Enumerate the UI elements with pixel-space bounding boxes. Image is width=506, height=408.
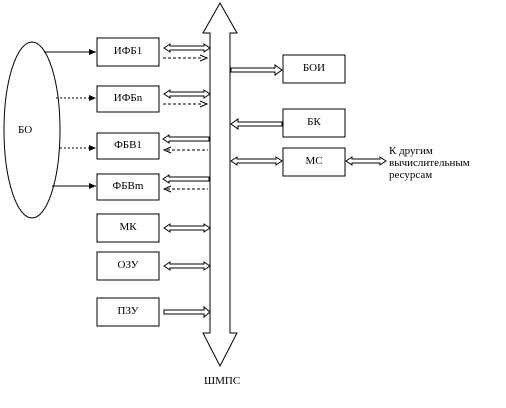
block-fbv1 [96, 132, 160, 160]
block-ifb1 [96, 37, 160, 67]
ifb1-bus-link [163, 43, 211, 62]
block-pzu-label: ПЗУ [117, 305, 139, 317]
ms-bus-link [230, 156, 283, 166]
bk-to-bus-link [230, 118, 283, 130]
block-fbv1-label: ФБВ1 [114, 139, 142, 151]
block-fbvm-label: ФБВm [112, 180, 144, 192]
block-ozu [96, 251, 160, 281]
block-bk [282, 108, 346, 138]
fbvm-bus-link [162, 174, 210, 193]
source-unit-label: БО [18, 124, 33, 136]
block-ozu-label: ОЗУ [117, 259, 139, 271]
bus-arrow [202, 1, 238, 368]
block-ms-label: МС [305, 155, 323, 167]
block-boi [282, 54, 346, 84]
ms-external-link [345, 156, 387, 166]
fbv1-bus-link [162, 134, 210, 154]
block-pzu [96, 297, 160, 327]
source-unit-ellipse [3, 41, 61, 219]
block-bk-label: БК [307, 116, 321, 128]
block-fbvm [96, 173, 160, 201]
external-resources-label: К другим вычислительным ресурсам [389, 145, 470, 181]
block-mk-label: МК [119, 221, 137, 233]
ozu-bus-link [163, 261, 211, 271]
block-boi-label: БОИ [302, 62, 326, 74]
mk-bus-link [163, 223, 211, 233]
block-ifb1-label: ИФБ1 [113, 45, 143, 57]
block-ms [282, 147, 346, 177]
pzu-bus-link [163, 305, 211, 319]
ifbn-bus-link [163, 89, 211, 108]
block-mk [96, 213, 160, 243]
block-ifbn [96, 85, 160, 113]
block-ifbn-label: ИФБn [113, 92, 143, 104]
bus-label: ШМПС [204, 375, 241, 387]
bus-to-boi-link [230, 64, 283, 76]
